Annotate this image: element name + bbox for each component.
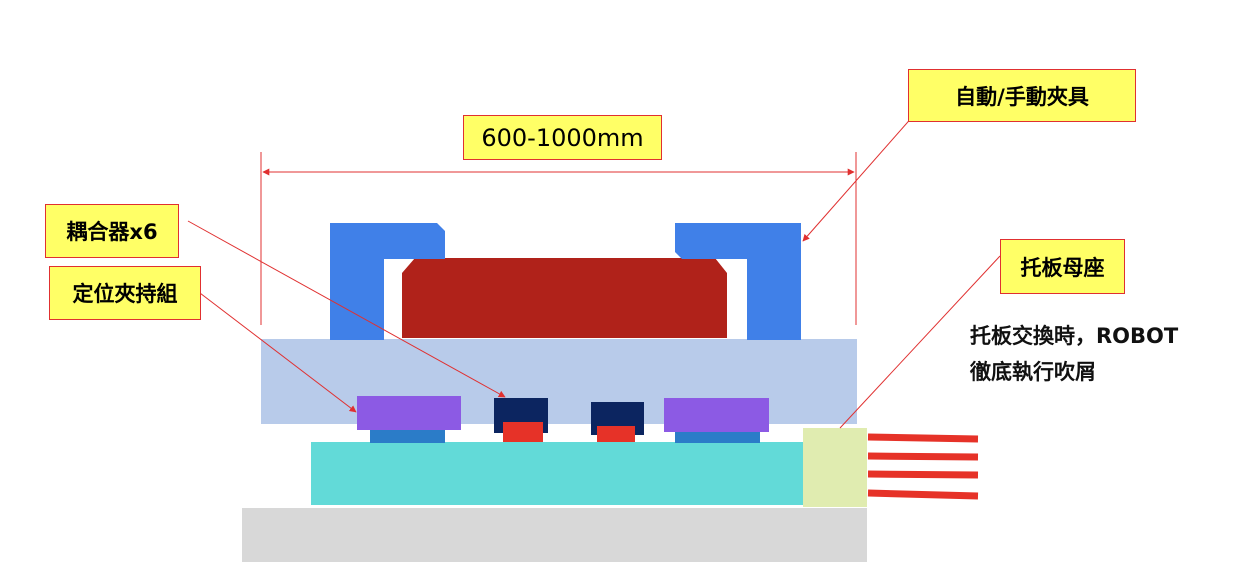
coupler-tip-left [503,422,543,442]
locator-pad-left [357,396,461,430]
dimension-label: 600-1000mm [463,115,662,160]
workpiece [402,258,727,338]
machine-base [242,508,867,562]
coupler-tip-right [597,426,635,442]
callout-socket: 托板母座 [1000,239,1125,294]
air-hose [868,474,978,475]
callout-coupler: 耦合器x6 [45,204,179,258]
air-hose [868,456,978,457]
leader-clamp [803,115,914,241]
air-hose [868,493,978,496]
air-hose [868,437,978,439]
receiver-plate [311,442,803,505]
note-text: 托板交換時，ROBOT 徹底執行吹屑 [970,318,1178,390]
note-line-1: 托板交換時，ROBOT [970,318,1178,354]
air-hoses [868,437,978,496]
locator-pad-right [664,398,769,432]
pallet-socket [803,428,867,507]
callout-locator: 定位夾持組 [49,266,201,320]
note-line-2: 徹底執行吹屑 [970,354,1178,390]
locator-base-left [370,430,445,443]
callout-clamp: 自動/手動夾具 [908,69,1136,122]
